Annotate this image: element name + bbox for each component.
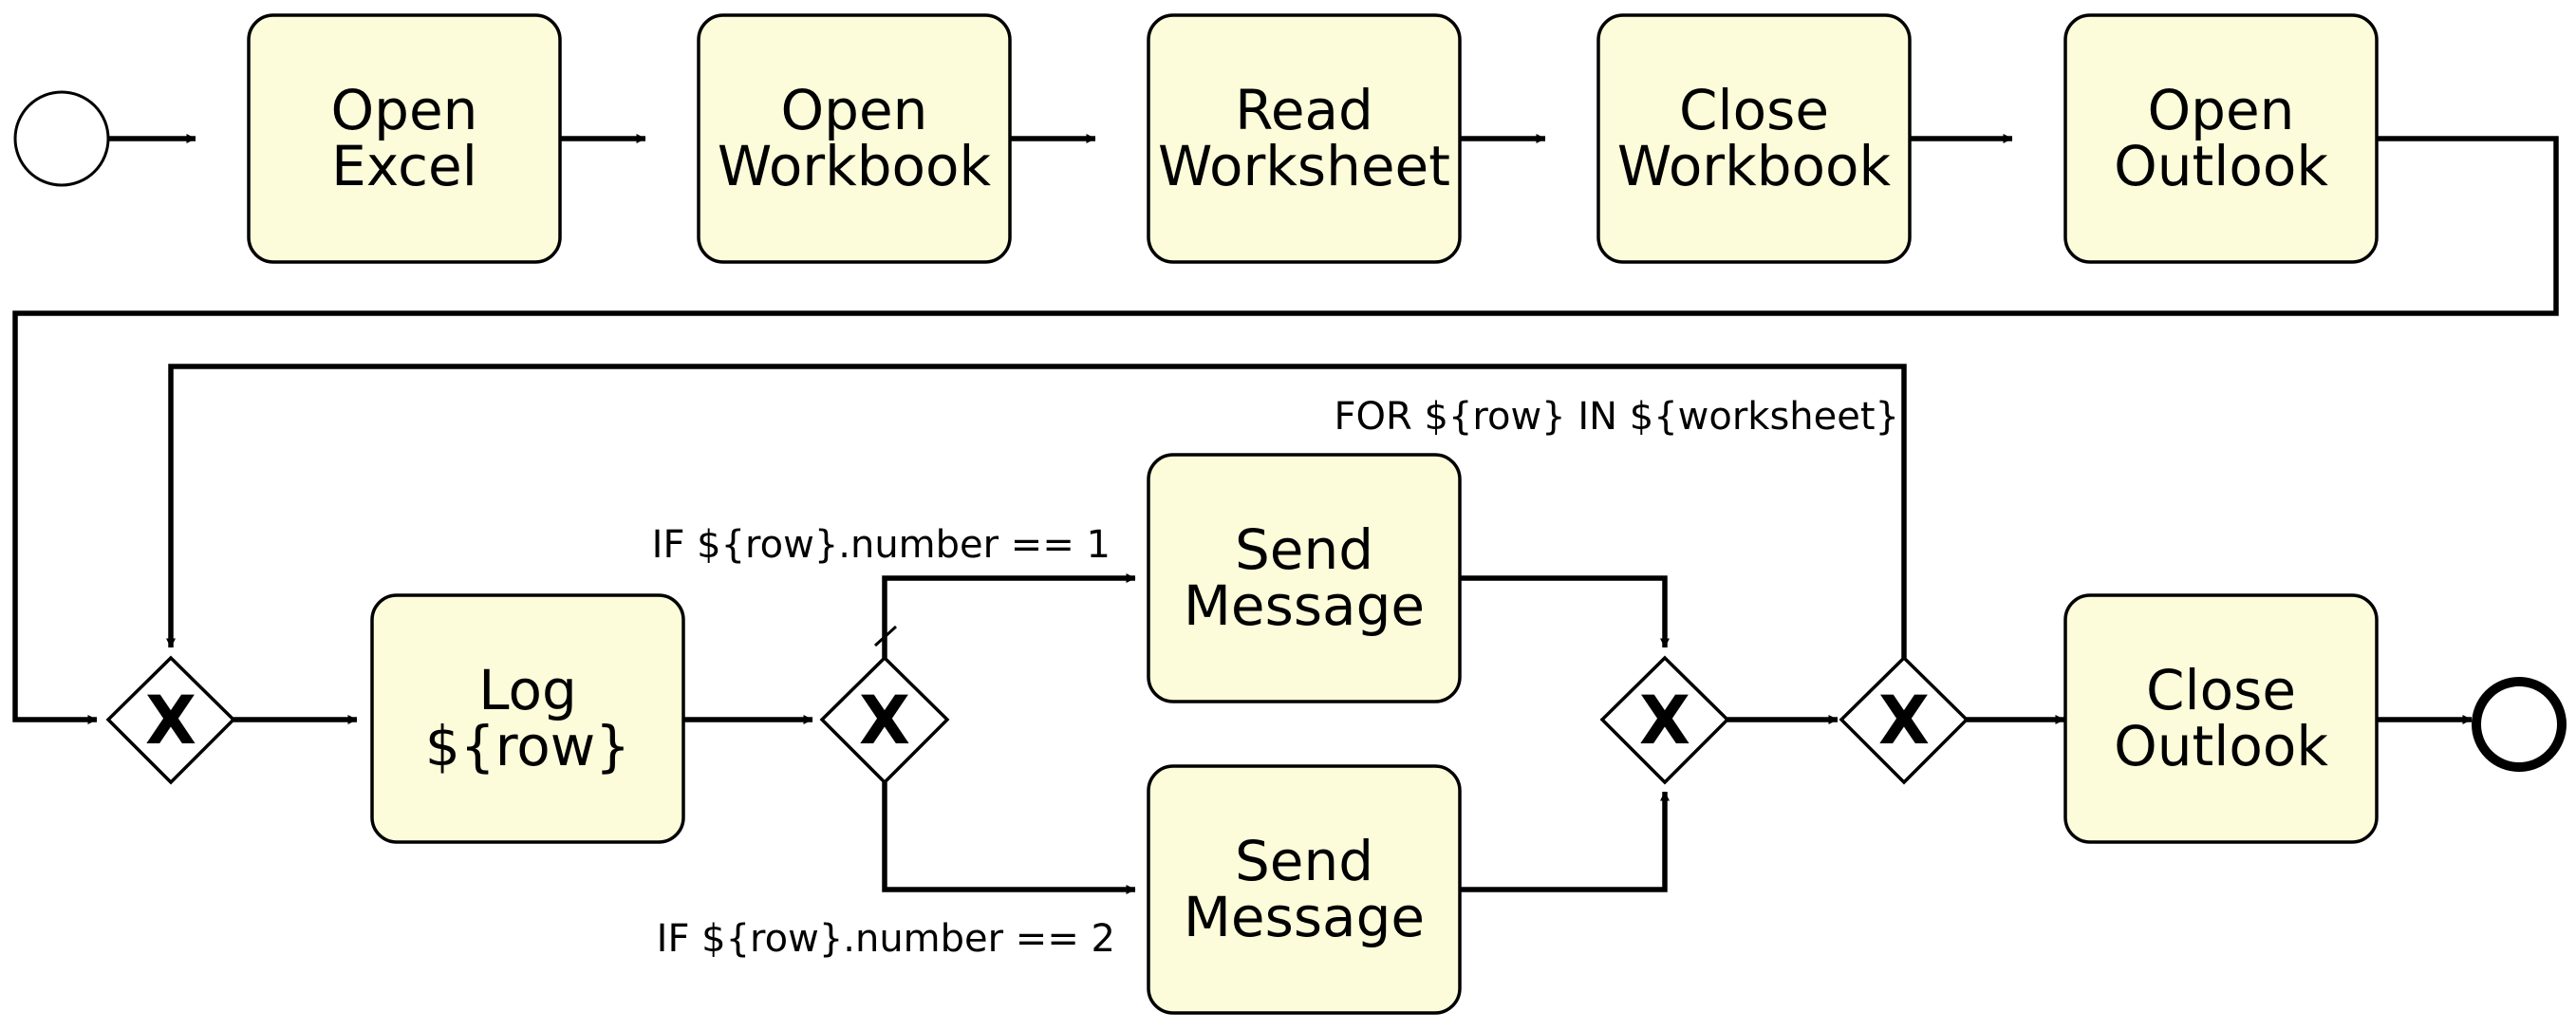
sequence-flows xyxy=(12,134,2559,894)
task-label-line1: Log xyxy=(478,658,577,722)
condition-label-for-loop: FOR ${row} IN ${worksheet} xyxy=(1335,395,1900,439)
task-label-line2: Message xyxy=(1184,885,1425,949)
task-label-line2: Outlook xyxy=(2114,714,2328,778)
task-label-line1: Open xyxy=(2148,78,2295,142)
task-label-line1: Open xyxy=(331,78,478,142)
task-label-line1: Open xyxy=(781,78,928,142)
gateway-x-icon: X xyxy=(1878,682,1930,759)
task-read-worksheet[interactable]: Read Worksheet xyxy=(1147,13,1462,264)
task-send-message-2[interactable]: Send Message xyxy=(1147,764,1462,1015)
flow-open-outlook-to-merge-gateway xyxy=(12,136,2559,724)
end-event[interactable] xyxy=(2472,677,2567,772)
task-label-line2: Workbook xyxy=(1617,134,1892,198)
flow-split-to-send-message-1 xyxy=(882,573,1136,658)
flow-send-message-2-to-join xyxy=(1460,791,1670,892)
gateway-loop[interactable]: X xyxy=(1839,655,1969,785)
task-label-line2: Worksheet xyxy=(1158,134,1450,198)
gateway-split[interactable]: X xyxy=(819,655,950,785)
gateway-x-icon: X xyxy=(859,682,910,759)
gateway-join[interactable]: X xyxy=(1599,655,1730,785)
task-close-outlook[interactable]: Close Outlook xyxy=(2063,593,2379,844)
task-label-line1: Close xyxy=(2146,658,2296,722)
task-label-line2: Workbook xyxy=(718,134,992,198)
task-label-line1: Send xyxy=(1235,829,1373,893)
gateway-merge[interactable]: X xyxy=(105,655,236,785)
task-open-outlook[interactable]: Open Outlook xyxy=(2063,13,2379,264)
flow-send-message-1-to-join xyxy=(1460,575,1670,648)
task-label-line1: Send xyxy=(1235,517,1373,582)
gateway-x-icon: X xyxy=(145,682,196,759)
flow-loop-back xyxy=(166,364,1907,658)
task-label-line2: ${row} xyxy=(425,714,630,778)
task-label-line2: Message xyxy=(1184,573,1425,638)
condition-label-if-1: IF ${row}.number == 1 xyxy=(652,523,1111,567)
task-open-workbook[interactable]: Open Workbook xyxy=(697,13,1012,264)
task-open-excel[interactable]: Open Excel xyxy=(247,13,562,264)
start-event[interactable] xyxy=(13,90,110,187)
task-label-line1: Read xyxy=(1235,78,1373,142)
task-send-message-1[interactable]: Send Message xyxy=(1147,453,1462,703)
condition-label-if-2: IF ${row}.number == 2 xyxy=(657,917,1115,961)
task-close-workbook[interactable]: Close Workbook xyxy=(1596,13,1912,264)
task-label-line2: Excel xyxy=(331,134,477,198)
task-label-line2: Outlook xyxy=(2114,134,2328,198)
gateway-x-icon: X xyxy=(1639,682,1690,759)
task-label-line1: Close xyxy=(1679,78,1829,142)
default-flow-slash xyxy=(873,625,898,647)
task-log-row[interactable]: Log ${row} xyxy=(370,593,685,844)
flow-split-to-send-message-2 xyxy=(882,782,1136,894)
